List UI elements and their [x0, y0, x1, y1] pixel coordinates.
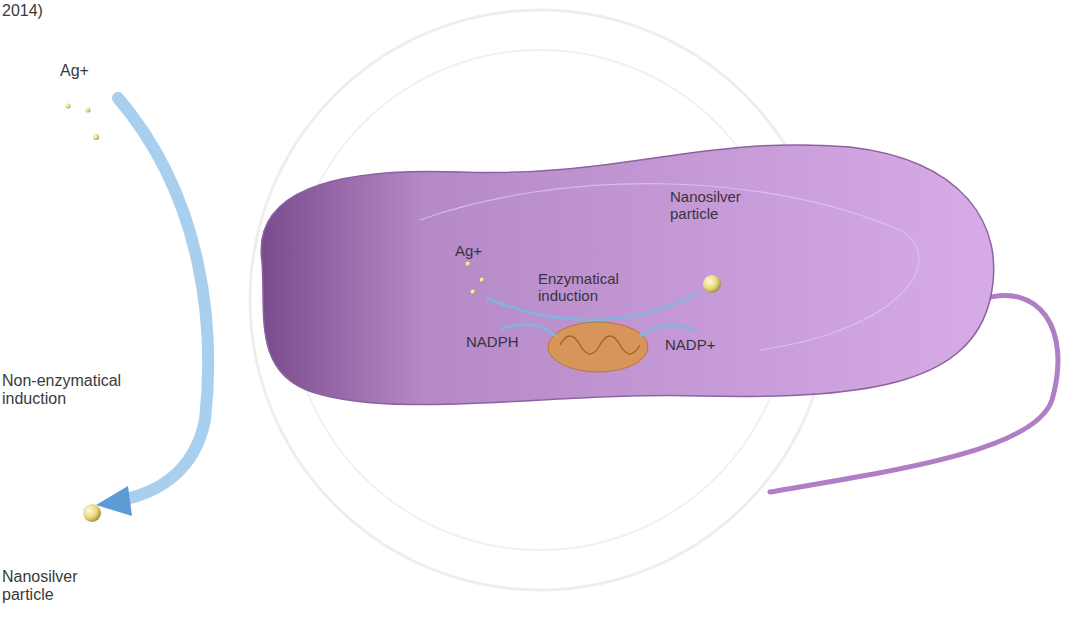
figure-label: 2014) — [2, 2, 82, 20]
silver-ion — [480, 278, 485, 283]
cell-label: NADPH — [466, 333, 536, 350]
silver-ion — [93, 134, 99, 140]
membrane-line — [420, 184, 919, 350]
silver-ion — [471, 290, 476, 295]
silver-ion — [86, 108, 91, 113]
figure-label: Nanosilver particle — [2, 568, 112, 605]
nanosilver-sphere — [83, 504, 101, 522]
bacterium-body — [261, 145, 994, 405]
cell-label: Nanosilver particle — [670, 188, 770, 223]
cell-label: Enzymatical induction — [538, 270, 648, 305]
cell-label: Ag+ — [455, 242, 505, 259]
cell-outline — [240, 130, 1010, 420]
figure-label: Non-enzymatical induction — [2, 372, 152, 409]
silver-ion — [466, 262, 471, 267]
figure-label: Ag+ — [60, 62, 120, 80]
silver-ion — [66, 104, 71, 109]
dna-strand — [560, 336, 640, 354]
cell-label: NADP+ — [665, 336, 735, 353]
nanosilver-sphere — [703, 275, 721, 293]
nucleoid — [548, 322, 648, 372]
induction-arrow — [118, 98, 208, 500]
bacterium-cell: Ag+ Enzymatical induction Nanosilver parti… — [240, 130, 1010, 420]
arrow-head — [96, 486, 132, 516]
cofactor-arc — [640, 325, 695, 336]
